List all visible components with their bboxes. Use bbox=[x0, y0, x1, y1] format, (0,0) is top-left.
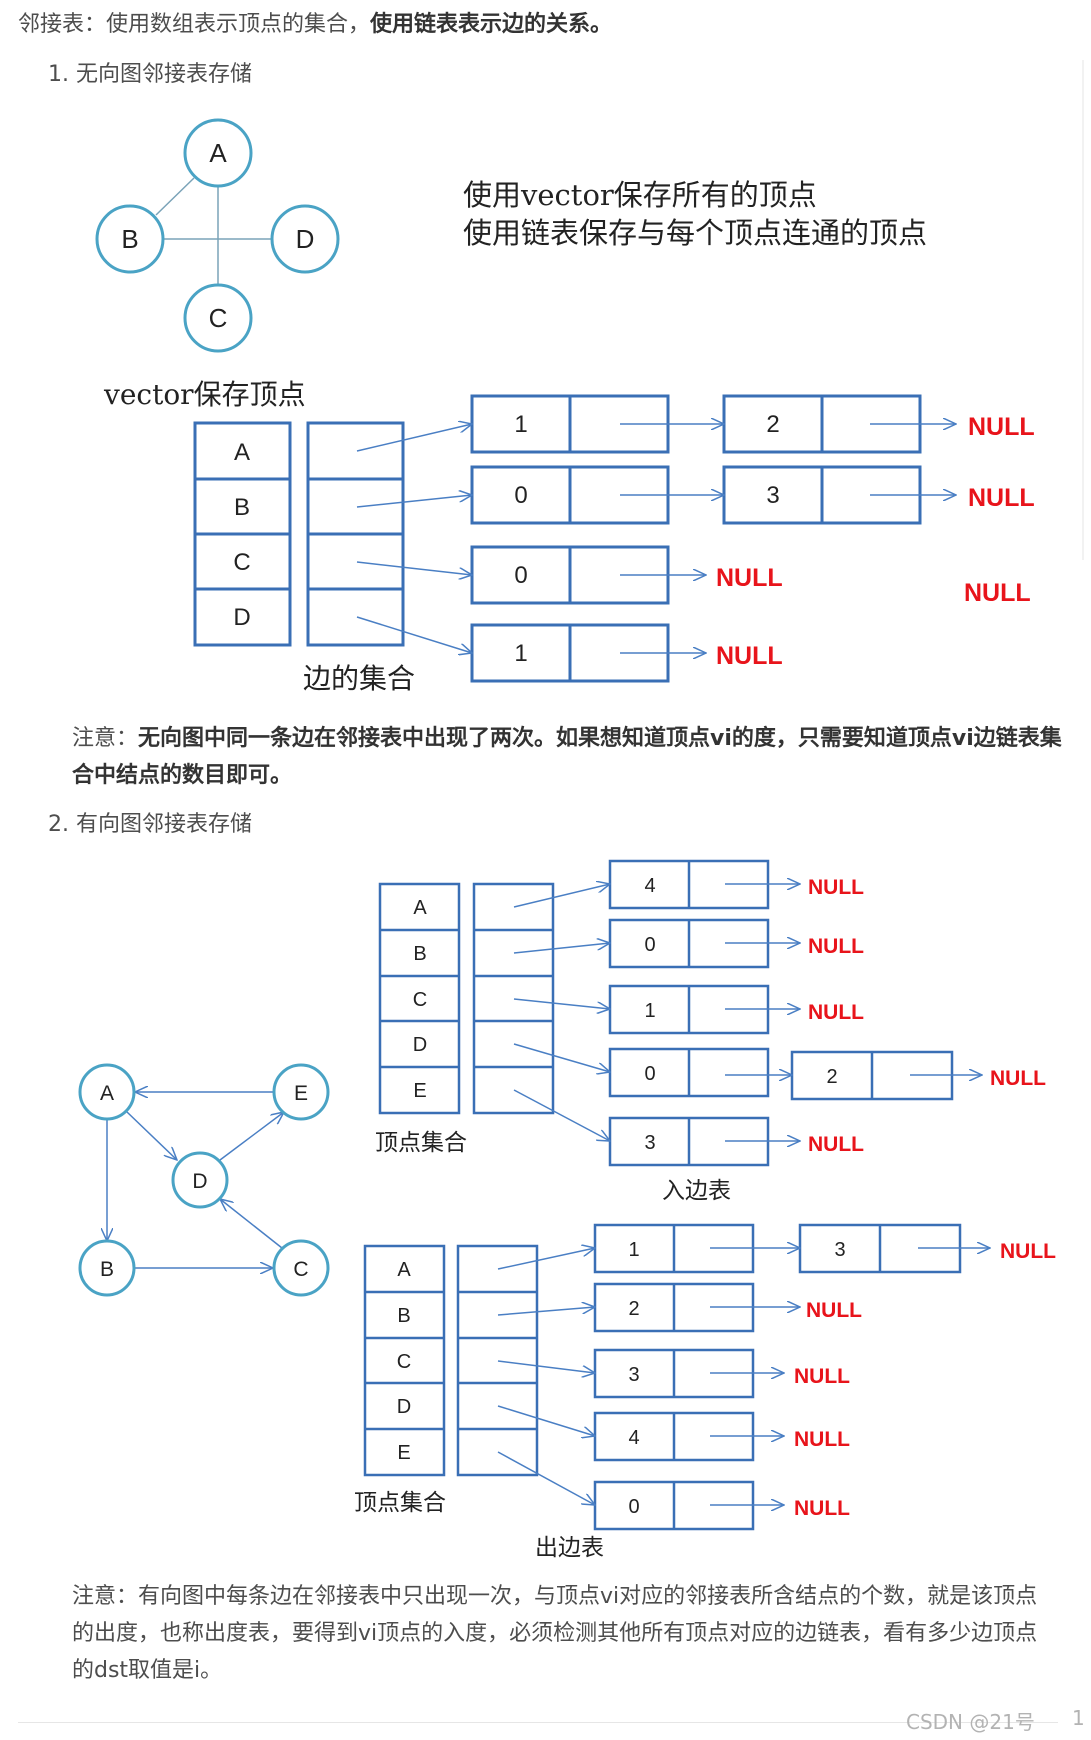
list-node-value: 1 bbox=[644, 1000, 655, 1022]
note-undirected: 注意：无向图中同一条边在邻接表中出现了两次。如果想知道顶点vi的度，只需要知道顶… bbox=[72, 726, 1062, 788]
scroll-track bbox=[1082, 60, 1084, 560]
graph-node-label: A bbox=[209, 138, 227, 168]
list-node-value: 3 bbox=[766, 482, 779, 509]
out-table-label: 出边表 bbox=[535, 1535, 604, 1561]
directed-graph: A E D B C bbox=[78, 1063, 330, 1297]
null-label: NULL bbox=[990, 1067, 1046, 1090]
null-label: NULL bbox=[808, 1001, 864, 1024]
graph-node bbox=[183, 118, 253, 188]
null-label: NULL bbox=[968, 413, 1035, 441]
out-vertex-array bbox=[363, 1244, 539, 1477]
vertex-cell: A bbox=[397, 1259, 411, 1281]
list-node-value: 3 bbox=[644, 1132, 655, 1154]
list-node-value: 2 bbox=[628, 1298, 639, 1320]
graph-node-label: B bbox=[100, 1258, 114, 1281]
null-label: NULL bbox=[968, 484, 1035, 512]
list-node-value: 4 bbox=[628, 1427, 639, 1449]
vertex-cell: A bbox=[234, 439, 250, 466]
caption-line2: 使用链表保存与每个顶点连通的顶点 bbox=[463, 216, 927, 250]
list-node-value: 0 bbox=[514, 482, 527, 509]
graph-node-label: A bbox=[100, 1082, 114, 1105]
null-label: NULL bbox=[808, 1133, 864, 1156]
null-label: NULL bbox=[806, 1299, 862, 1322]
graph-node-label: E bbox=[294, 1082, 308, 1105]
graph-node bbox=[95, 204, 165, 274]
graph-node bbox=[270, 204, 340, 274]
graph-edge bbox=[155, 177, 195, 216]
null-label: NULL bbox=[794, 1497, 850, 1520]
list-node-value: 4 bbox=[644, 875, 655, 897]
out-list-nodes bbox=[593, 1223, 962, 1531]
in-vertex-array bbox=[378, 882, 555, 1115]
watermark: CSDN @21号 bbox=[906, 1710, 1035, 1734]
linked-list-nodes bbox=[470, 394, 922, 683]
note-directed: 注意：有向图中每条边在邻接表中只出现一次，与顶点vi对应的邻接表所含结点的个数，… bbox=[72, 1584, 1038, 1683]
edge-array bbox=[306, 421, 405, 647]
divider bbox=[18, 1722, 1058, 1723]
vertex-cell: D bbox=[397, 1396, 411, 1418]
in-list-nodes bbox=[608, 859, 954, 1167]
list-node-value: 3 bbox=[834, 1239, 845, 1261]
list-node-value: 1 bbox=[514, 411, 527, 438]
vertex-cell: C bbox=[413, 989, 427, 1011]
list-node-value: 1 bbox=[514, 640, 527, 667]
out-pointer-arrows bbox=[497, 1248, 990, 1505]
list-node-value: 1 bbox=[628, 1239, 639, 1261]
graph-node-label: D bbox=[296, 224, 315, 254]
graph-node-label: C bbox=[209, 303, 228, 333]
null-label: NULL bbox=[964, 579, 1031, 607]
undirected-graph: A B D C bbox=[95, 118, 340, 353]
out-set-label: 顶点集合 bbox=[354, 1490, 446, 1516]
null-label: NULL bbox=[808, 935, 864, 958]
vertex-cell: D bbox=[413, 1034, 427, 1056]
intro-text: 邻接表：使用数组表示顶点的集合，使用链表表示边的关系。 bbox=[18, 12, 613, 37]
in-pointer-arrows bbox=[513, 884, 982, 1141]
pointer-arrows bbox=[356, 424, 956, 653]
list-node-value: 2 bbox=[826, 1066, 837, 1088]
vertex-cell: B bbox=[413, 943, 426, 965]
vertex-array: A B C D bbox=[193, 421, 292, 647]
null-label: NULL bbox=[1000, 1240, 1056, 1263]
vertex-cell: B bbox=[234, 494, 250, 521]
vertex-cell: E bbox=[397, 1442, 410, 1464]
vertex-cell: C bbox=[233, 549, 250, 576]
list-node-value: 3 bbox=[628, 1364, 639, 1386]
graph-node-label: B bbox=[121, 224, 138, 254]
in-table-label: 入边表 bbox=[662, 1178, 731, 1204]
in-set-label: 顶点集合 bbox=[375, 1130, 467, 1156]
graph-node-label: C bbox=[293, 1258, 308, 1281]
vertex-cell: A bbox=[413, 897, 427, 919]
null-label: NULL bbox=[716, 564, 783, 592]
null-label: NULL bbox=[808, 876, 864, 899]
list-node-value: 0 bbox=[514, 562, 527, 589]
list-node-value: 0 bbox=[628, 1496, 639, 1518]
vertex-label: vector保存顶点 bbox=[103, 378, 306, 411]
null-label: NULL bbox=[794, 1365, 850, 1388]
graph-node bbox=[183, 283, 253, 353]
list-node-value: 0 bbox=[644, 1063, 655, 1085]
null-label: NULL bbox=[716, 642, 783, 670]
vertex-cell: E bbox=[413, 1080, 426, 1102]
list-node-value: 0 bbox=[644, 934, 655, 956]
vertex-cell: D bbox=[233, 604, 250, 631]
section1-heading: 1. 无向图邻接表存储 bbox=[48, 62, 252, 87]
caption-line1: 使用vector保存所有的顶点 bbox=[463, 178, 817, 212]
list-node-value: 2 bbox=[766, 411, 779, 438]
edge-label: 边的集合 bbox=[303, 662, 415, 695]
graph-node-label: D bbox=[192, 1170, 207, 1193]
page-number: 1 bbox=[1072, 1706, 1085, 1730]
null-label: NULL bbox=[794, 1428, 850, 1451]
vertex-cell: B bbox=[397, 1305, 410, 1327]
section2-heading: 2. 有向图邻接表存储 bbox=[48, 812, 252, 837]
vertex-cell: C bbox=[397, 1351, 411, 1373]
